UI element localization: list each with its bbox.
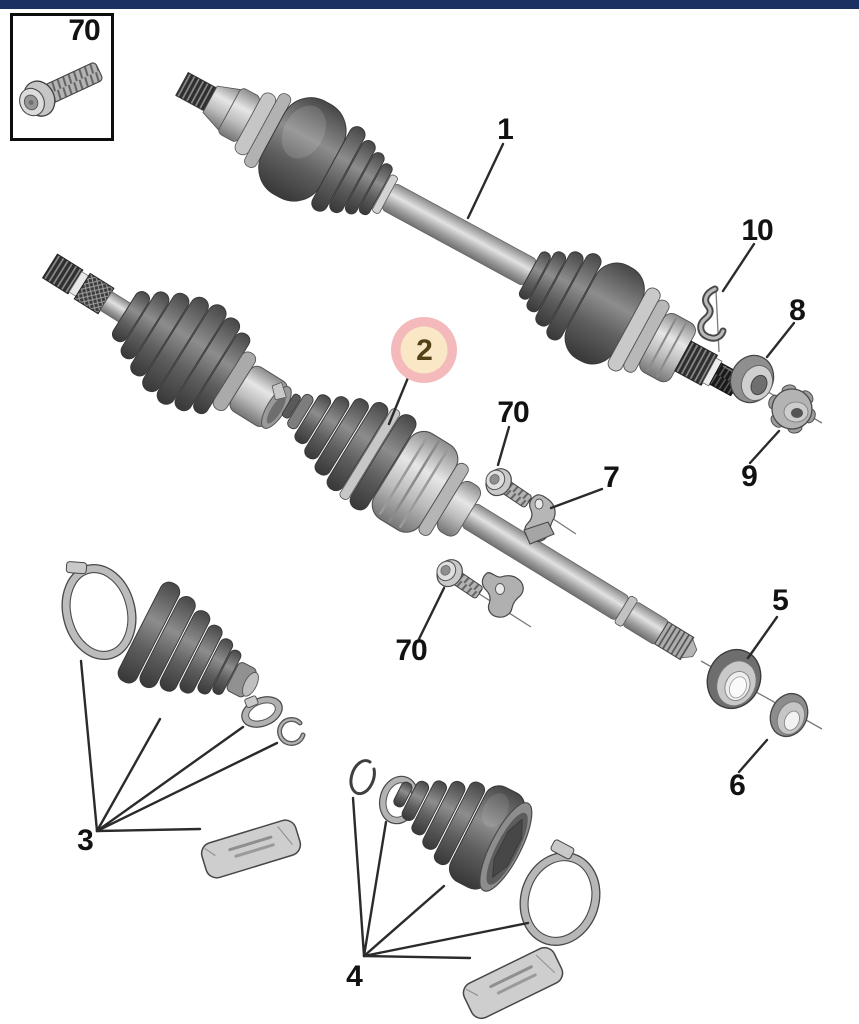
callout-6[interactable]: 6: [729, 769, 746, 802]
nut-9-drawing: [768, 384, 816, 434]
leader-lines: [79, 142, 796, 960]
callout-70-upper[interactable]: 70: [497, 396, 529, 429]
callout-8[interactable]: 8: [789, 294, 806, 327]
seal-6-drawing: [769, 692, 809, 738]
callout-70-lower[interactable]: 70: [395, 634, 427, 667]
bearing-5-drawing: [706, 648, 762, 710]
callout-3[interactable]: 3: [77, 824, 94, 857]
callout-2-selected[interactable]: 2: [416, 334, 433, 367]
boot-kit-3-drawing: [61, 561, 306, 879]
driveshaft-2-left-drawing: [42, 253, 292, 429]
selected-part-highlight: [391, 317, 457, 383]
callout-4[interactable]: 4: [346, 960, 363, 993]
top-navy-bar: [0, 0, 859, 9]
callout-10[interactable]: 10: [741, 214, 773, 247]
callout-5[interactable]: 5: [772, 584, 789, 617]
bracket-7-drawing: [481, 494, 556, 618]
driveshaft-2-right-drawing: [281, 393, 698, 661]
clip-10-drawing: [697, 285, 727, 353]
selected-part-highlight-inner: [400, 326, 448, 374]
boot-kit-4-drawing: [349, 759, 601, 1020]
callout-7[interactable]: 7: [603, 461, 620, 494]
driveshaft-1-drawing: [175, 72, 748, 397]
callout-70-inset[interactable]: 70: [68, 14, 100, 47]
callout-9[interactable]: 9: [741, 460, 758, 493]
bolt-70-upper-drawing: [485, 468, 577, 535]
inset-bolt-drawing: [19, 62, 103, 117]
washer-8-drawing: [729, 354, 775, 404]
callout-1[interactable]: 1: [497, 113, 514, 146]
